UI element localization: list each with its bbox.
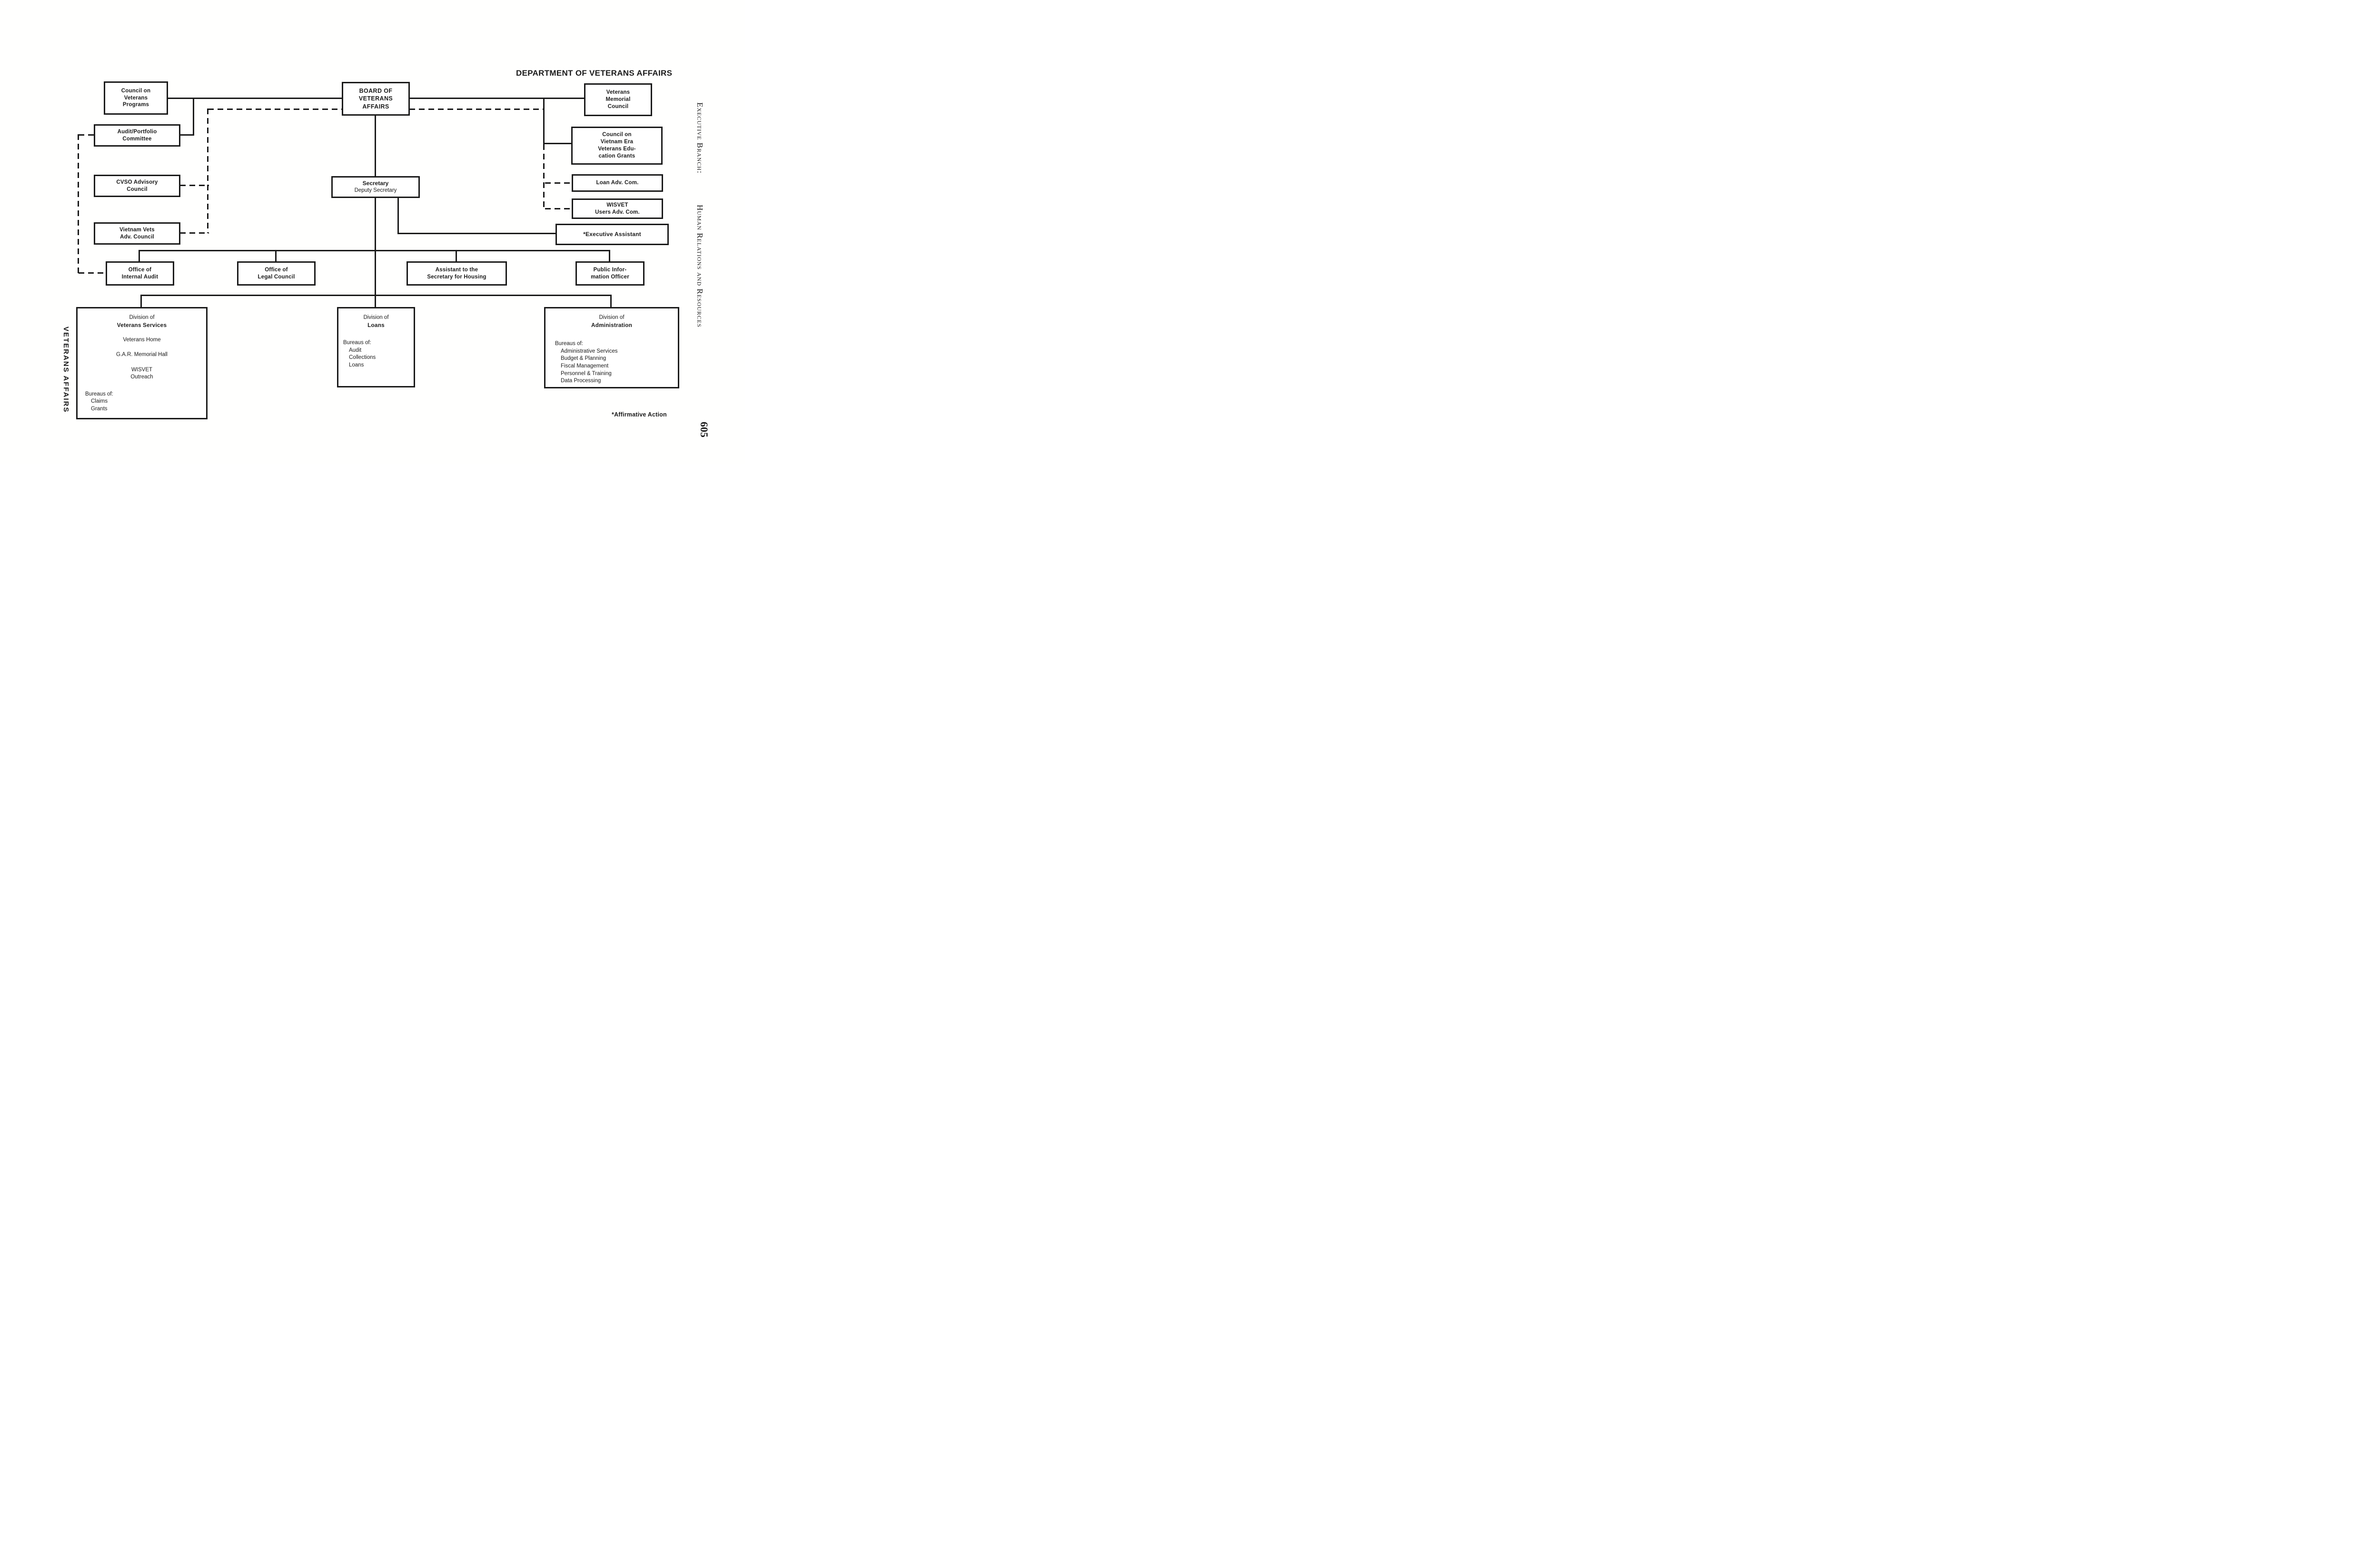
connector-administration-drop — [610, 295, 612, 308]
secretary-title: Secretary — [362, 179, 389, 187]
box-secretary: Secretary Deputy Secretary — [331, 176, 420, 198]
box-label: Public Infor- mation Officer — [591, 267, 629, 280]
connector-vietnam-era-stub — [544, 143, 571, 144]
division-pre-label: Division of — [129, 315, 155, 320]
box-council-on-veterans-programs: Council on Veterans Programs — [104, 81, 168, 115]
dashed-board-right — [409, 109, 544, 110]
connector-exec-assistant-run — [398, 233, 555, 234]
deputy-secretary-label: Deputy Secretary — [354, 188, 397, 194]
connector-audit-stub — [180, 134, 194, 136]
box-label: Council on Veterans Programs — [121, 88, 151, 108]
division-name: Loans — [367, 321, 385, 328]
box-label: Loan Adv. Com. — [596, 180, 639, 186]
margin-label-executive-branch: Executive Branch: — [695, 102, 704, 174]
division-veterans-services: Division of Veterans Services Veterans H… — [76, 307, 208, 419]
connector-housing-drop — [456, 250, 457, 262]
margin-label-human-relations: Human Relations and Resources — [695, 205, 704, 328]
bureaus-items: Administrative Services Budget & Plannin… — [561, 348, 618, 384]
division-bureaus: Bureaus of: Claims Grants — [85, 391, 206, 413]
box-label: Vietnam Vets Adv. Council — [119, 227, 155, 240]
dashed-right-riser — [543, 144, 545, 209]
division-bureaus: Bureaus of: Administrative Services Budg… — [555, 340, 678, 385]
connector-secretary-trunk — [375, 198, 376, 307]
connector-vietnam-era-riser — [543, 98, 545, 144]
box-executive-assistant: *Executive Assistant — [555, 224, 669, 245]
dashed-vietnam-vets-stub — [180, 232, 209, 234]
box-label: *Executive Assistant — [583, 230, 641, 238]
page-title: DEPARTMENT OF VETERANS AFFAIRS — [516, 69, 673, 78]
division-administration: Division of Administration Bureaus of: A… — [544, 307, 679, 388]
connector-audit-riser — [193, 98, 194, 136]
box-wisvet-users-adv-com: WISVET Users Adv. Com. — [572, 198, 663, 219]
dashed-left-riser — [207, 109, 208, 233]
connector-offices-rail — [139, 250, 610, 251]
connector-exec-assistant-drop — [397, 198, 399, 234]
box-loan-adv-com: Loan Adv. Com. — [572, 174, 663, 192]
division-name: Veterans Services — [117, 321, 167, 328]
dashed-internal-audit-stub — [79, 272, 106, 274]
connector-legal-drop — [275, 250, 277, 262]
dashed-wisvet-stub — [545, 208, 572, 209]
box-label: CVSO Advisory Council — [116, 179, 158, 192]
connector-board-memorial — [409, 98, 584, 99]
division-units: Veterans Home G.A.R. Memorial Hall WISVE… — [116, 337, 168, 380]
division-pre-label: Division of — [599, 315, 625, 320]
bureaus-label: Bureaus of: — [343, 340, 371, 346]
box-public-information-officer: Public Infor- mation Officer — [575, 261, 645, 286]
org-chart-page: DEPARTMENT OF VETERANS AFFAIRS Executive… — [0, 0, 745, 464]
dashed-loan-adv-stub — [545, 182, 572, 184]
division-name: Administration — [591, 321, 633, 328]
box-label: WISVET Users Adv. Com. — [595, 202, 640, 215]
box-assistant-secretary-housing: Assistant to the Secretary for Housing — [407, 261, 507, 286]
dashed-cvso-stub — [180, 185, 209, 186]
connector-public-info-drop — [609, 250, 610, 262]
division-loans: Division of Loans Bureaus of: Audit Coll… — [337, 307, 415, 387]
box-label: Veterans Memorial Council — [605, 89, 631, 109]
margin-label-veterans-affairs: VETERANS AFFAIRS — [62, 327, 70, 413]
box-board-of-veterans-affairs: BOARD OF VETERANS AFFAIRS — [342, 82, 410, 116]
box-cvso-advisory-council: CVSO Advisory Council — [94, 175, 180, 197]
box-label: BOARD OF VETERANS AFFAIRS — [358, 87, 393, 110]
dashed-far-left-riser — [78, 134, 79, 274]
box-label: Office of Legal Council — [258, 267, 295, 280]
division-pre-label: Division of — [363, 315, 389, 320]
bureaus-label: Bureaus of: — [555, 341, 583, 347]
box-label: Audit/Portfolio Committee — [117, 129, 157, 142]
box-vietnam-vets-adv-council: Vietnam Vets Adv. Council — [94, 222, 180, 245]
dashed-board-left — [208, 109, 342, 110]
connector-board-secretary — [375, 116, 376, 176]
page-number: 605 — [698, 422, 710, 437]
connector-veterans-services-drop — [140, 295, 142, 308]
box-label: Council on Vietnam Era Veterans Edu- cat… — [598, 132, 636, 159]
connector-council-board — [168, 98, 342, 99]
connector-internal-audit-drop — [139, 250, 140, 262]
box-office-of-legal-council: Office of Legal Council — [237, 261, 316, 286]
connector-divisions-rail — [141, 295, 611, 296]
box-veterans-memorial-council: Veterans Memorial Council — [584, 83, 652, 116]
box-label: Assistant to the Secretary for Housing — [427, 267, 486, 280]
bureaus-items: Audit Collections Loans — [349, 347, 376, 368]
bureaus-items: Claims Grants — [91, 398, 108, 412]
box-audit-portfolio-committee: Audit/Portfolio Committee — [94, 124, 180, 147]
box-label: Office of Internal Audit — [121, 267, 159, 280]
footnote-affirmative-action: *Affirmative Action — [612, 411, 667, 418]
division-bureaus: Bureaus of: Audit Collections Loans — [343, 339, 414, 369]
bureaus-label: Bureaus of: — [85, 391, 113, 397]
box-office-of-internal-audit: Office of Internal Audit — [106, 261, 174, 286]
dashed-audit-left-stub — [79, 134, 94, 136]
box-council-vietnam-era-education-grants: Council on Vietnam Era Veterans Edu- cat… — [571, 127, 663, 165]
